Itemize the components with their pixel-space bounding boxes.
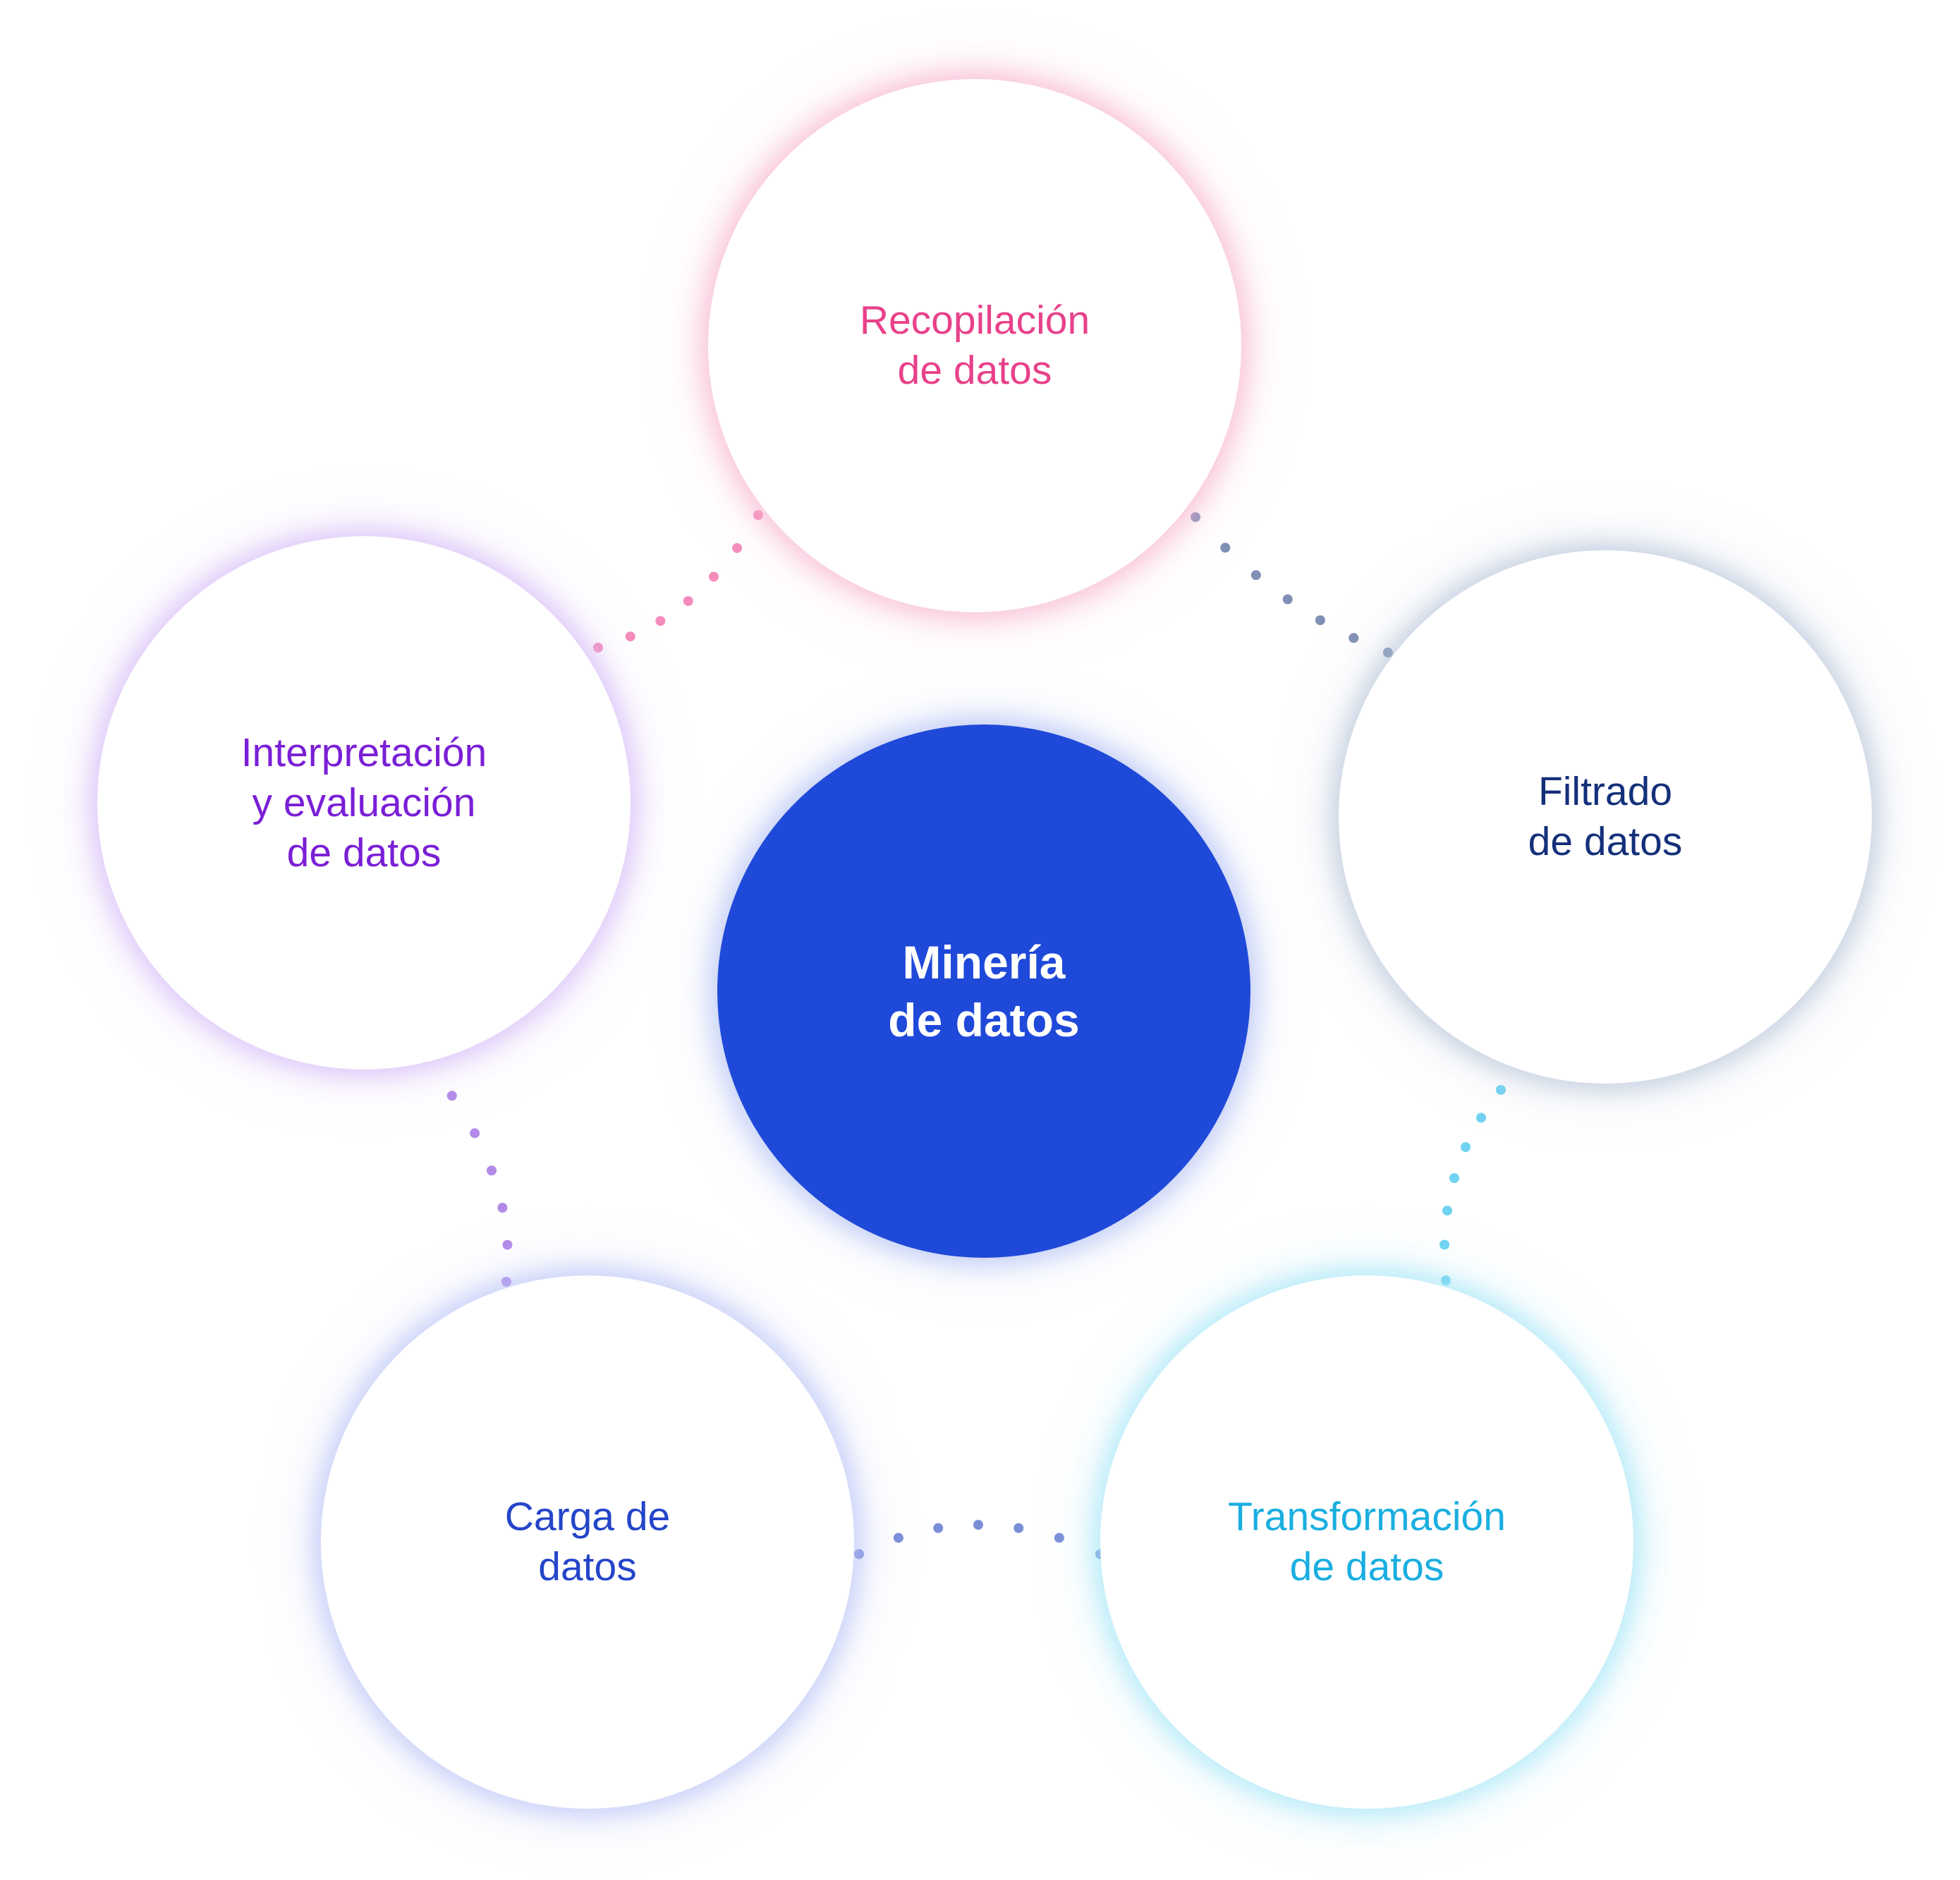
- connector-dot: [732, 542, 743, 553]
- connector-dot: [497, 1203, 508, 1213]
- connector-dot: [487, 1165, 497, 1176]
- node-carga-label: Carga de datos: [505, 1492, 671, 1592]
- node-recopilacion-line-2: de datos: [897, 348, 1052, 393]
- connector-dot: [1383, 648, 1393, 657]
- node-filtrado-line-2: de datos: [1528, 819, 1683, 864]
- connector-filtrado-transformacion: [1439, 1085, 1506, 1285]
- node-interpretacion-line-1: Interpretación: [241, 729, 487, 775]
- connector-dot: [470, 1128, 480, 1139]
- connector-dot: [1441, 1275, 1451, 1285]
- connector-dot: [1191, 512, 1200, 522]
- connector-interpretacion-recopilacion: [593, 510, 763, 653]
- node-recopilacion-line-1: Recopilación: [859, 298, 1090, 343]
- connector-dot: [655, 616, 666, 626]
- connector-dot: [1439, 1239, 1449, 1250]
- node-interpretacion: Interpretación y evaluación de datos: [97, 536, 631, 1069]
- node-interpretacion-line-2: y evaluación: [252, 780, 476, 825]
- center-node-label: Minería de datos: [888, 933, 1079, 1049]
- center-node-mineria: Minería de datos: [717, 724, 1250, 1258]
- connector-dot: [1315, 615, 1325, 626]
- node-recopilacion-label: Recopilación de datos: [860, 296, 1090, 396]
- connector-dot: [1476, 1112, 1486, 1123]
- connector-dot: [683, 596, 693, 606]
- node-filtrado-label: Filtrado de datos: [1528, 767, 1683, 867]
- connector-dot: [753, 510, 763, 520]
- connector-dot: [1442, 1206, 1452, 1216]
- node-carga-line-2: datos: [538, 1544, 637, 1589]
- node-transformacion-line-2: de datos: [1289, 1544, 1444, 1589]
- connector-dot: [973, 1520, 983, 1530]
- node-recopilacion: Recopilación de datos: [708, 79, 1241, 612]
- node-transformacion-line-1: Transformación: [1228, 1494, 1506, 1539]
- node-transformacion-label: Transformación de datos: [1228, 1492, 1506, 1592]
- node-carga-line-1: Carga de: [504, 1494, 671, 1539]
- connector-dot: [501, 1277, 511, 1287]
- connector-dot: [502, 1239, 513, 1250]
- connector-dot: [446, 1091, 457, 1101]
- connector-dot: [593, 643, 603, 653]
- connector-dot: [1054, 1532, 1064, 1543]
- center-node-line-1: Minería: [902, 936, 1066, 988]
- connector-dot: [893, 1532, 903, 1543]
- node-transformacion: Transformación de datos: [1100, 1275, 1633, 1809]
- connector-dot: [1282, 594, 1293, 605]
- connector-dot: [854, 1549, 864, 1559]
- connector-dot: [1349, 633, 1359, 643]
- connector-dot: [625, 631, 635, 642]
- connector-dot: [1496, 1085, 1506, 1095]
- connector-transformacion-carga: [854, 1520, 1105, 1559]
- node-interpretacion-label: Interpretación y evaluación de datos: [241, 728, 487, 878]
- connector-recopilacion-filtrado: [1191, 512, 1393, 657]
- connector-dot: [1014, 1523, 1024, 1534]
- connector-dot: [1220, 542, 1231, 553]
- connector-dot: [1461, 1142, 1471, 1153]
- connector-dot: [1250, 570, 1261, 581]
- connector-dot: [933, 1523, 944, 1534]
- node-filtrado-line-1: Filtrado: [1538, 769, 1673, 814]
- node-interpretacion-line-3: de datos: [286, 830, 442, 875]
- connector-dot: [709, 571, 719, 582]
- node-carga: Carga de datos: [321, 1275, 854, 1809]
- center-node-line-2: de datos: [888, 994, 1080, 1046]
- connector-carga-interpretacion: [418, 1053, 513, 1287]
- connector-dot: [1449, 1173, 1459, 1183]
- node-filtrado: Filtrado de datos: [1339, 550, 1872, 1084]
